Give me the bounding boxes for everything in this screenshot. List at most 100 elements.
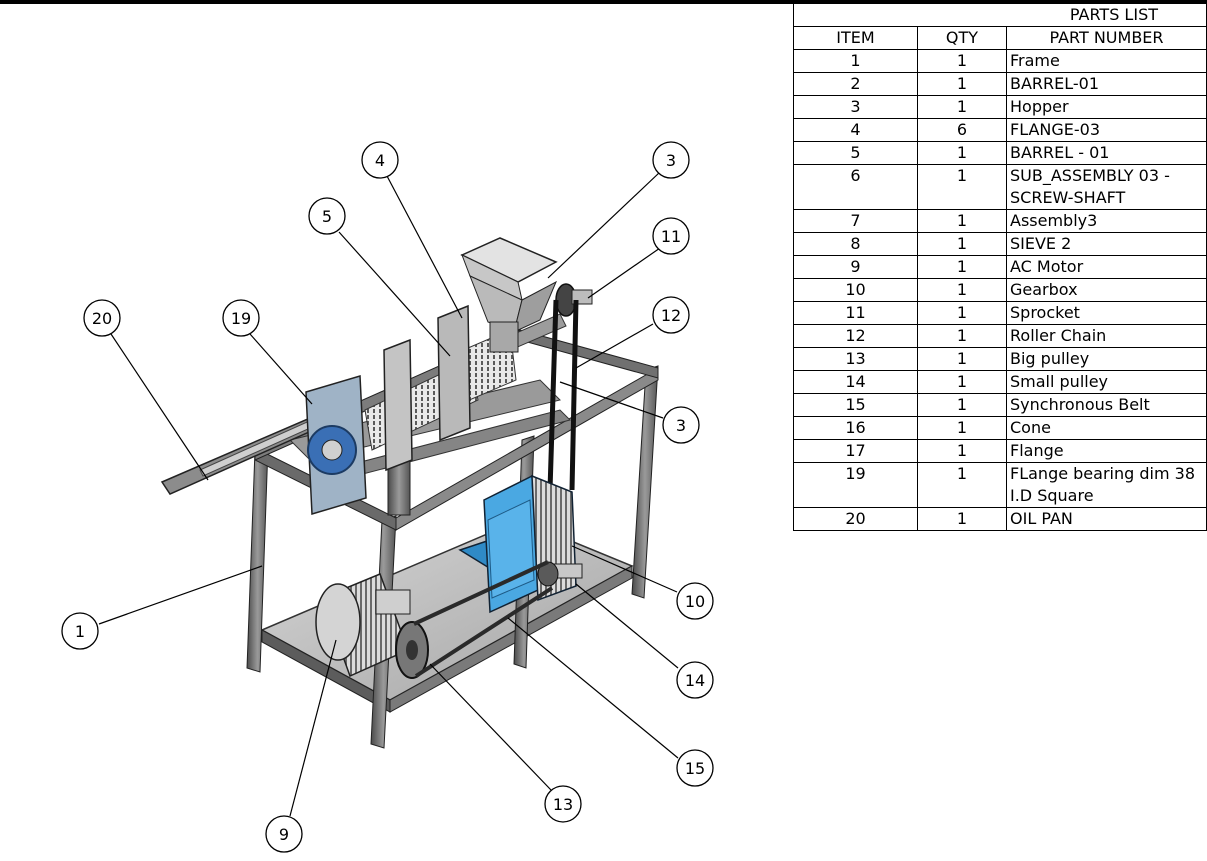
qty-cell: 1 <box>917 301 1007 325</box>
balloon-9: 9 <box>265 815 303 853</box>
balloon-3-right: 3 <box>662 406 700 444</box>
svg-text:13: 13 <box>553 795 573 814</box>
barrel-assembly <box>305 304 567 515</box>
parts-list-title: PARTS LIST <box>793 3 1207 27</box>
item-cell: 20 <box>793 507 918 531</box>
item-cell: 19 <box>793 462 918 508</box>
leg-back-right <box>631 365 659 599</box>
motor-end-cap <box>315 583 361 661</box>
part-number-cell: Synchronous Belt <box>1006 393 1207 417</box>
item-cell: 16 <box>793 416 918 440</box>
part-number-cell: SIEVE 2 <box>1006 232 1207 256</box>
roller-chain <box>547 299 579 491</box>
item-cell: 2 <box>793 72 918 96</box>
item-cell: 5 <box>793 141 918 165</box>
part-number-cell: SUB_ASSEMBLY 03 - SCREW-SHAFT <box>1006 164 1207 210</box>
part-number-cell: AC Motor <box>1006 255 1207 279</box>
part-number-cell: Gearbox <box>1006 278 1207 302</box>
bottom-shelf-rail-right <box>389 565 633 713</box>
flange-bearing-bore <box>321 439 343 461</box>
header-qty: QTY <box>917 26 1007 50</box>
balloon-3-top: 3 <box>652 141 690 179</box>
leader-lines <box>98 171 679 817</box>
svg-text:19: 19 <box>231 309 251 328</box>
balloon-10: 10 <box>676 582 714 620</box>
qty-cell: 1 <box>917 416 1007 440</box>
part-number-cell: Frame <box>1006 49 1207 73</box>
part-number-cell: FLANGE-03 <box>1006 118 1207 142</box>
part-number-cell: OIL PAN <box>1006 507 1207 531</box>
svg-text:10: 10 <box>685 592 705 611</box>
qty-cell: 1 <box>917 95 1007 119</box>
qty-cell: 1 <box>917 439 1007 463</box>
qty-cell: 1 <box>917 49 1007 73</box>
part-number-cell: Big pulley <box>1006 347 1207 371</box>
top-border-rule <box>0 0 1207 4</box>
part-number-cell: Assembly3 <box>1006 209 1207 233</box>
header-item: ITEM <box>793 26 918 50</box>
part-number-cell: Small pulley <box>1006 370 1207 394</box>
qty-cell: 1 <box>917 393 1007 417</box>
part-number-cell: Roller Chain <box>1006 324 1207 348</box>
balloon-19: 19 <box>222 299 260 337</box>
flange-plate-3 <box>437 304 471 442</box>
parts-list-header-row: ITEM QTY PART NUMBER <box>793 26 1207 50</box>
part-number-cell: BARREL-01 <box>1006 72 1207 96</box>
balloon-11: 11 <box>652 217 690 255</box>
item-cell: 8 <box>793 232 918 256</box>
qty-cell: 1 <box>917 255 1007 279</box>
balloon-4: 4 <box>361 141 399 179</box>
part-number-cell: Cone <box>1006 416 1207 440</box>
svg-text:9: 9 <box>279 825 289 844</box>
ac-motor <box>315 573 429 679</box>
qty-cell: 1 <box>917 324 1007 348</box>
svg-text:12: 12 <box>661 306 681 325</box>
flange-plate-2 <box>383 338 413 472</box>
item-cell: 13 <box>793 347 918 371</box>
synchronous-belt <box>413 560 554 678</box>
svg-text:3: 3 <box>676 416 686 435</box>
top-rail-right <box>395 367 659 531</box>
balloon-15: 15 <box>676 749 714 787</box>
svg-text:5: 5 <box>322 207 332 226</box>
balloon-12: 12 <box>652 296 690 334</box>
qty-cell: 1 <box>917 209 1007 233</box>
item-cell: 17 <box>793 439 918 463</box>
part-number-cell: FLange bearing dim 38 I.D Square <box>1006 462 1207 508</box>
item-cell: 12 <box>793 324 918 348</box>
svg-text:11: 11 <box>661 227 681 246</box>
motor-terminal-box <box>375 589 411 615</box>
svg-text:14: 14 <box>685 671 705 690</box>
item-cell: 9 <box>793 255 918 279</box>
balloon-20: 20 <box>83 299 121 337</box>
qty-cell: 1 <box>917 462 1007 508</box>
item-cell: 15 <box>793 393 918 417</box>
svg-text:20: 20 <box>92 309 112 328</box>
qty-cell: 1 <box>917 232 1007 256</box>
item-cell: 3 <box>793 95 918 119</box>
svg-text:15: 15 <box>685 759 705 778</box>
hopper-neck <box>489 321 519 353</box>
item-cell: 10 <box>793 278 918 302</box>
hopper <box>460 237 558 353</box>
qty-cell: 1 <box>917 370 1007 394</box>
item-cell: 7 <box>793 209 918 233</box>
balloon-5: 5 <box>308 197 346 235</box>
parts-list-title-row: PARTS LIST <box>793 3 1207 27</box>
